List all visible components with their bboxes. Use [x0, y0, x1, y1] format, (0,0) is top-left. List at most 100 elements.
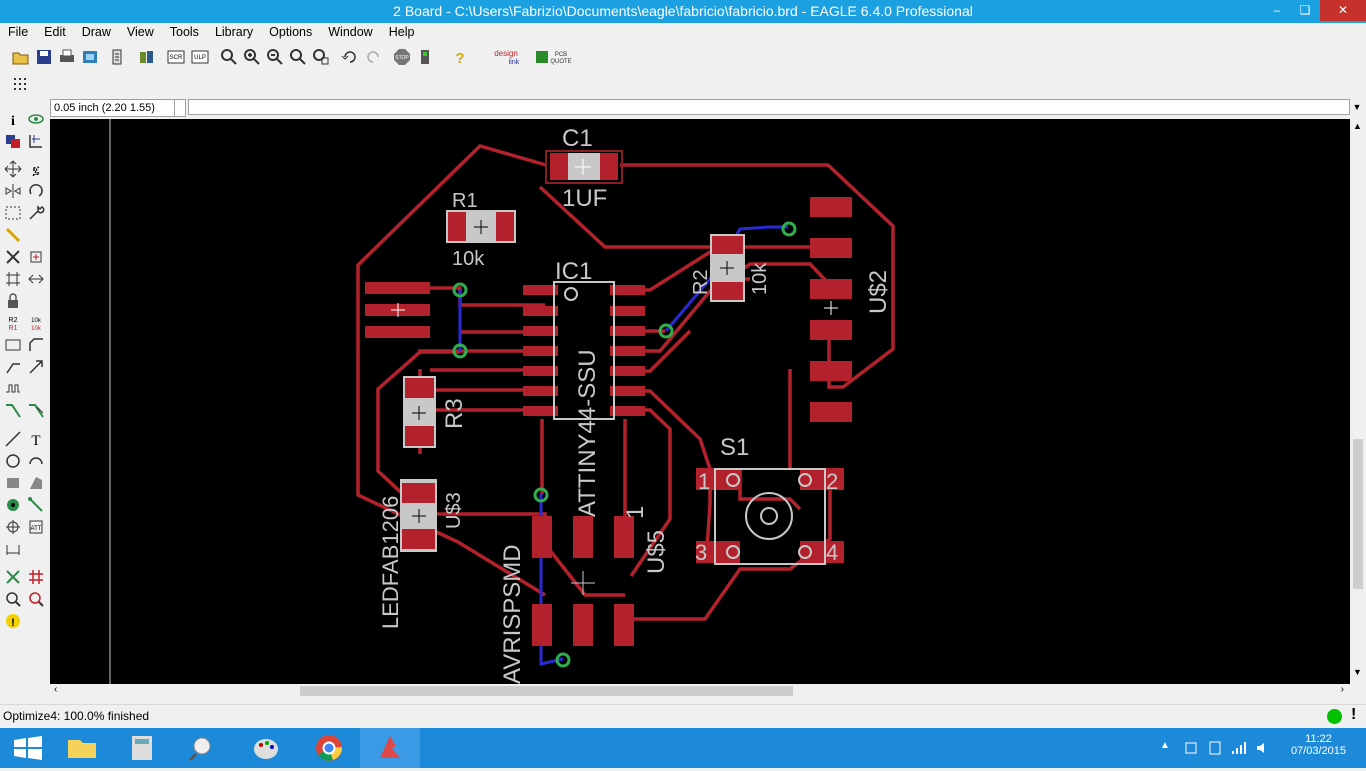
- info-icon[interactable]: i: [4, 110, 22, 128]
- component-r3[interactable]: [403, 376, 436, 448]
- circle-icon[interactable]: [4, 452, 22, 470]
- component-us2[interactable]: [810, 197, 852, 422]
- signal-icon[interactable]: [27, 496, 45, 514]
- scroll-right-icon[interactable]: ›: [1340, 684, 1344, 695]
- errors-icon[interactable]: !: [4, 612, 22, 630]
- close-button[interactable]: ✕: [1320, 0, 1366, 21]
- zoom-fit-icon[interactable]: [220, 48, 238, 66]
- display-icon[interactable]: [4, 132, 22, 150]
- copy-icon[interactable]: ፯: [27, 160, 45, 178]
- arc-icon[interactable]: [27, 452, 45, 470]
- erc-icon[interactable]: [4, 590, 22, 608]
- component-r2[interactable]: [710, 234, 745, 302]
- ulp-icon[interactable]: ULP: [191, 48, 209, 66]
- menu-help[interactable]: Help: [388, 25, 415, 39]
- show-hidden-icons[interactable]: ▲: [1160, 740, 1170, 751]
- split-icon[interactable]: [4, 358, 22, 376]
- go-icon[interactable]: [416, 48, 434, 66]
- menu-edit[interactable]: Edit: [44, 25, 66, 39]
- component-c1[interactable]: [545, 150, 623, 184]
- zoom-out-icon[interactable]: [266, 48, 284, 66]
- miter-icon[interactable]: [27, 336, 45, 354]
- text-icon[interactable]: T: [27, 430, 45, 448]
- rotate-icon[interactable]: [27, 182, 45, 200]
- network-share-icon[interactable]: [1183, 740, 1199, 756]
- lock-icon[interactable]: [4, 292, 22, 310]
- component-us3[interactable]: [400, 479, 437, 552]
- save-icon[interactable]: [35, 48, 53, 66]
- grid-icon[interactable]: [12, 76, 28, 92]
- cam-icon[interactable]: [81, 48, 99, 66]
- component-r1[interactable]: [446, 210, 516, 243]
- menu-library[interactable]: Library: [214, 25, 254, 39]
- eagle-taskbar-button[interactable]: [360, 728, 420, 768]
- ratsnest-icon[interactable]: [4, 568, 22, 586]
- command-input[interactable]: [188, 99, 1350, 115]
- component-header-left[interactable]: [365, 282, 430, 338]
- scroll-up-icon[interactable]: ▲: [1353, 121, 1362, 131]
- alert-icon[interactable]: !: [1351, 706, 1357, 723]
- scr-icon[interactable]: SCR: [167, 48, 185, 66]
- magnifier-icon[interactable]: [172, 728, 232, 768]
- board-canvas[interactable]: C1 1UF R1 10k IC1 ATTINY44-SSU: [50, 119, 1350, 684]
- optimize-icon[interactable]: [27, 358, 45, 376]
- paint-icon[interactable]: [236, 728, 296, 768]
- paste-icon[interactable]: [4, 226, 22, 244]
- scroll-down-icon[interactable]: ▼: [1353, 667, 1362, 677]
- zoom-select-icon[interactable]: [289, 48, 307, 66]
- meander-icon[interactable]: [4, 380, 22, 398]
- menu-tools[interactable]: Tools: [169, 25, 199, 39]
- signal-strength-icon[interactable]: [1231, 740, 1247, 756]
- smash-icon[interactable]: [4, 336, 22, 354]
- component-s1[interactable]: [696, 468, 844, 565]
- chrome-icon[interactable]: [299, 728, 359, 768]
- mirror-icon[interactable]: [4, 182, 22, 200]
- route-icon[interactable]: [4, 402, 22, 420]
- help-icon[interactable]: ?: [451, 48, 469, 66]
- ripup-icon[interactable]: [27, 402, 45, 420]
- maximize-button[interactable]: ❏: [1299, 3, 1311, 17]
- component-us5[interactable]: [532, 516, 634, 646]
- script-icon[interactable]: [108, 48, 126, 66]
- volume-icon[interactable]: [1255, 740, 1271, 756]
- change-icon[interactable]: [27, 204, 45, 222]
- component-ic1[interactable]: [523, 281, 645, 420]
- polygon-icon[interactable]: [27, 474, 45, 492]
- dimension-icon[interactable]: [4, 540, 22, 558]
- start-button[interactable]: [0, 728, 60, 768]
- minimize-button[interactable]: –: [1273, 3, 1281, 17]
- menu-options[interactable]: Options: [269, 25, 313, 39]
- vertical-scrollbar[interactable]: ▲ ▼: [1350, 119, 1366, 704]
- redo-icon[interactable]: [364, 48, 382, 66]
- via-icon[interactable]: [4, 496, 22, 514]
- auto-router-icon[interactable]: [27, 568, 45, 586]
- wire-icon[interactable]: [4, 430, 22, 448]
- delete-icon[interactable]: [4, 248, 22, 266]
- rect-icon[interactable]: [4, 474, 22, 492]
- show-icon[interactable]: [27, 110, 45, 128]
- open-icon[interactable]: [12, 48, 30, 66]
- menu-file[interactable]: File: [8, 25, 29, 39]
- zoom-redraw-icon[interactable]: [312, 48, 330, 66]
- system-clock[interactable]: 11:22 07/03/2015: [1291, 733, 1346, 757]
- menu-view[interactable]: View: [126, 25, 154, 39]
- stop-icon[interactable]: STOP: [393, 48, 411, 66]
- scroll-left-icon[interactable]: ‹: [54, 684, 58, 695]
- power-icon[interactable]: [1207, 740, 1223, 756]
- group-icon[interactable]: [4, 204, 22, 222]
- undo-icon[interactable]: [341, 48, 359, 66]
- file-explorer-icon[interactable]: [52, 728, 112, 768]
- zoom-in-icon[interactable]: [243, 48, 261, 66]
- menu-window[interactable]: Window: [328, 25, 373, 39]
- drc-icon[interactable]: [27, 590, 45, 608]
- hole-icon[interactable]: [4, 518, 22, 536]
- vertical-scroll-thumb[interactable]: [1353, 439, 1363, 589]
- print-icon[interactable]: [58, 48, 76, 66]
- attribute-icon[interactable]: ATT: [27, 518, 45, 536]
- pinswap-icon[interactable]: [4, 270, 22, 288]
- add-icon[interactable]: [27, 248, 45, 266]
